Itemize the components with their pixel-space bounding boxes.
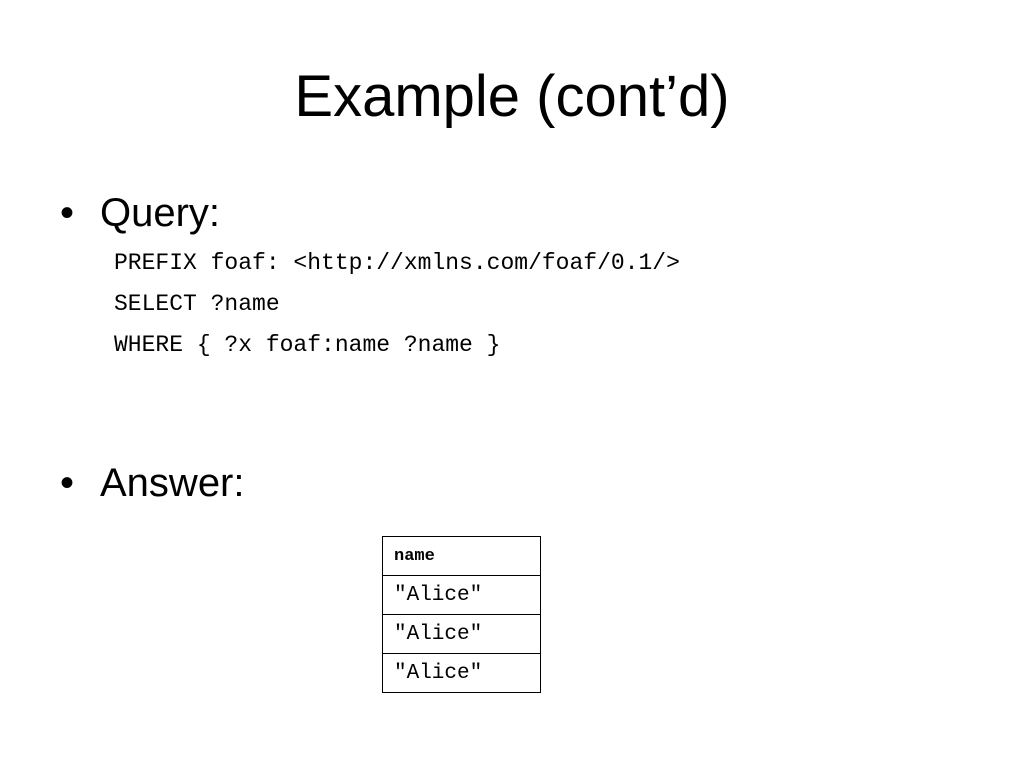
table-header-row: name [382,536,541,576]
table-row: "Alice" [382,653,541,693]
table-cell: "Alice" [382,575,541,615]
table-cell: "Alice" [382,653,541,693]
table-row: "Alice" [382,575,541,615]
bullet-label-query: Query: [100,191,221,235]
bullet-query: • Query: [60,189,220,237]
table-row: "Alice" [382,614,541,654]
bullet-label-answer: Answer: [100,461,245,505]
bullet-answer: • Answer: [60,459,245,507]
table-cell: "Alice" [382,614,541,654]
query-line-prefix: PREFIX foaf: <http://xmlns.com/foaf/0.1/… [114,250,680,276]
bullet-marker: • [60,191,75,235]
bullet-marker: • [60,461,75,505]
query-line-select: SELECT ?name [114,291,280,317]
column-header-name: name [382,536,541,576]
slide-title: Example (cont’d) [294,64,730,129]
answer-table: name "Alice" "Alice" "Alice" [382,536,541,693]
query-line-where: WHERE { ?x foaf:name ?name } [114,332,501,358]
